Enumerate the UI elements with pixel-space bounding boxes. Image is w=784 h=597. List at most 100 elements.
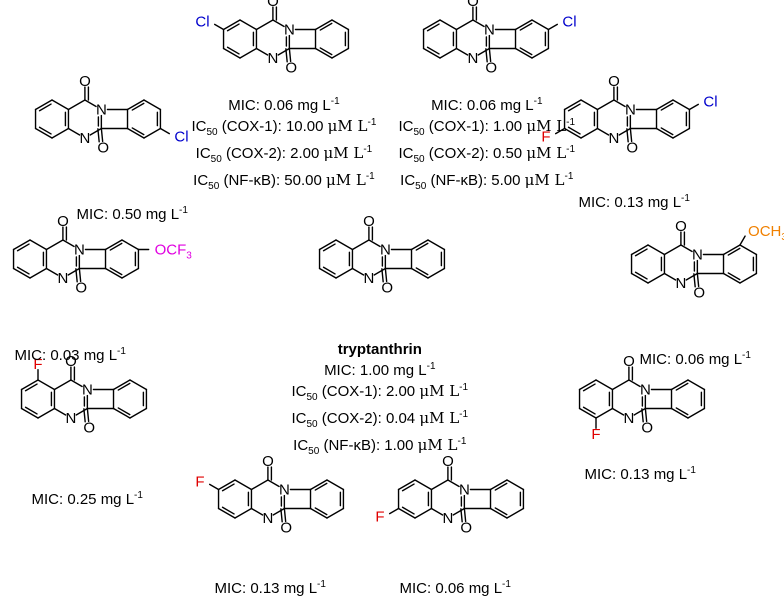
bond xyxy=(596,409,612,419)
bond xyxy=(612,380,628,390)
ic50-nfkb: IC50 (NF-κB): 5.00 μM L-1 xyxy=(399,168,576,195)
bond xyxy=(661,128,673,135)
bond xyxy=(130,409,146,419)
atom-O: O xyxy=(280,520,292,537)
bond xyxy=(240,49,256,59)
bond xyxy=(228,24,240,31)
bond xyxy=(336,269,352,279)
bond xyxy=(327,509,343,519)
bond xyxy=(688,380,704,390)
bond xyxy=(320,48,332,55)
mic-value: MIC: 0.13 mg L-1 xyxy=(579,190,690,211)
atom-O: O xyxy=(485,60,497,77)
bond xyxy=(740,245,756,255)
bond xyxy=(215,24,224,29)
bond xyxy=(415,480,431,490)
bond xyxy=(278,49,289,55)
bond xyxy=(352,269,363,275)
substituent-OCH3: OCH3 xyxy=(748,223,784,243)
atom-N: N xyxy=(640,382,651,399)
bond xyxy=(661,103,673,110)
mic-value: MIC: 0.06 mg L-1 xyxy=(399,93,576,114)
bond xyxy=(596,380,612,390)
atom-O: O xyxy=(83,420,95,437)
bond xyxy=(85,100,96,106)
substituent-F: F xyxy=(375,509,384,526)
atom-O: O xyxy=(675,218,687,235)
atom-N: N xyxy=(82,382,93,399)
bond xyxy=(228,47,240,54)
atom-O: O xyxy=(262,453,274,470)
bond xyxy=(130,380,146,390)
bond xyxy=(416,243,428,250)
bond xyxy=(403,507,415,514)
bond xyxy=(597,100,613,110)
bond xyxy=(648,245,664,255)
substituent-Cl: Cl xyxy=(703,93,717,110)
substituent-Cl: Cl xyxy=(195,13,209,30)
bond xyxy=(431,480,447,490)
atom-N: N xyxy=(442,510,453,527)
atom-O: O xyxy=(267,0,279,10)
ic50-cox1: IC50 (COX-1): 1.00 μM L-1 xyxy=(399,114,576,141)
atom-N: N xyxy=(74,242,85,259)
caption-c6: MIC: 0.06 mg L-1 xyxy=(640,347,751,368)
bond xyxy=(68,129,79,135)
atom-O: O xyxy=(381,280,393,297)
atom-N: N xyxy=(380,242,391,259)
bond xyxy=(532,20,548,30)
substituent-Cl: Cl xyxy=(174,129,188,146)
bond xyxy=(507,509,523,519)
bond xyxy=(403,484,415,491)
bond xyxy=(40,127,52,134)
bond xyxy=(369,240,380,246)
ic50-nfkb: IC50 (NF-κB): 1.00 μM L-1 xyxy=(292,433,469,460)
bond xyxy=(110,268,122,275)
bond xyxy=(390,509,399,514)
bond xyxy=(581,129,597,139)
atom-O: O xyxy=(285,60,297,77)
atom-N: N xyxy=(623,410,634,427)
bond xyxy=(352,240,368,250)
bond xyxy=(52,129,68,139)
bond xyxy=(122,240,138,250)
atom-N: N xyxy=(65,410,76,427)
ic50-nfkb: IC50 (NF-κB): 50.00 μM L-1 xyxy=(192,168,377,195)
atom-N: N xyxy=(467,50,478,67)
bond xyxy=(612,409,623,415)
bond xyxy=(688,409,704,419)
ic50-cox2: IC50 (COX-2): 0.04 μM L-1 xyxy=(292,406,469,433)
atom-O: O xyxy=(641,420,653,437)
bond xyxy=(597,129,608,135)
bond xyxy=(629,380,640,386)
bond xyxy=(256,49,267,55)
bond xyxy=(46,240,62,250)
bond xyxy=(448,480,459,486)
caption-c3: MIC: 0.50 mg L-1 xyxy=(77,202,188,223)
bond xyxy=(320,23,332,30)
mic-value: MIC: 0.25 mg L-1 xyxy=(32,487,143,508)
bond xyxy=(520,48,532,55)
bond xyxy=(223,484,235,491)
bond xyxy=(251,480,267,490)
bond xyxy=(144,129,160,139)
mic-value: MIC: 0.13 mg L-1 xyxy=(215,576,326,597)
atom-O: O xyxy=(608,73,620,90)
bond xyxy=(38,380,54,390)
caption-c9: MIC: 0.13 mg L-1 xyxy=(215,576,326,597)
atom-N: N xyxy=(279,482,290,499)
mic-value: MIC: 0.06 mg L-1 xyxy=(400,576,511,597)
bond xyxy=(273,20,284,26)
atom-N: N xyxy=(96,102,107,119)
bond xyxy=(415,509,431,519)
bond xyxy=(76,409,87,415)
mic-value: MIC: 0.06 mg L-1 xyxy=(640,347,751,368)
bond xyxy=(728,273,740,280)
bond xyxy=(453,509,464,515)
bond xyxy=(740,236,745,245)
bond xyxy=(507,480,523,490)
